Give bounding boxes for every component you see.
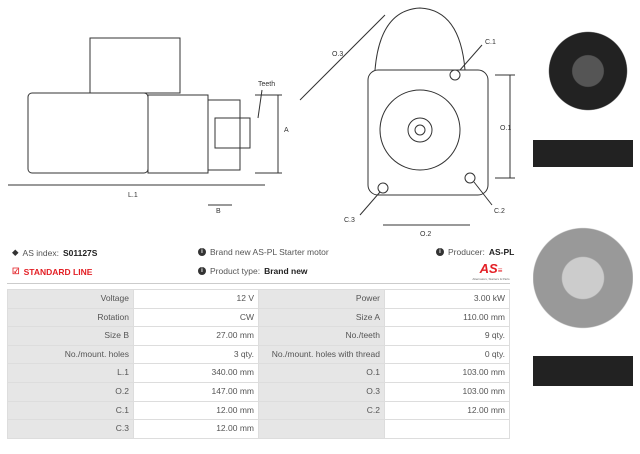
spec-label: Rotation [7,307,134,328]
technical-drawing: Teeth A B L.1 O.1 O.2 O.3 C.1 C.2 C.3 [8,7,515,238]
spec-label: C.3 [7,419,134,439]
label-b: B [216,208,221,215]
label-c1: C.1 [485,39,496,46]
tag-icon: ◆ [12,247,19,257]
spec-label: No./teeth [258,326,385,346]
product-photo-rear [533,188,633,338]
as-index: ◆ AS index:S0112​7S [12,247,98,258]
spec-value: 340.00 mm [133,363,259,383]
spec-label: O.2 [7,381,134,402]
checkbox-icon: ☑ [12,266,20,276]
label-o1: O.1 [500,125,511,132]
spec-value: 12.00 mm [133,419,259,439]
spec-value: 27.00 mm [133,326,259,346]
standard-line-badge: ☑STANDARD LINE [12,266,93,277]
spec-value [384,419,510,439]
spec-label: No./mount. holes with thread [258,344,385,365]
spec-value: 103.00 mm [384,381,510,402]
label-l1: L.1 [128,192,138,199]
spec-value: 9 qty. [384,326,510,346]
as-pl-logo: AS≡ Alternators, Starters & Parts [472,261,510,281]
spec-value: 110.00 mm [384,307,510,328]
label-a: A [284,127,289,134]
product-photo-side [533,122,633,182]
spec-value: 3 qty. [133,344,259,365]
spec-label: O.3 [258,381,385,402]
spec-value: 12 V [133,289,259,309]
spec-label: Power [258,289,385,309]
spec-value: CW [133,307,259,328]
label-c3: C.3 [344,217,355,224]
label-o3: O.3 [332,51,343,58]
spec-label: No./mount. holes [7,344,134,365]
spec-value: 12.00 mm [133,400,259,421]
spec-label [258,419,385,439]
spec-value: 147.00 mm [133,381,259,402]
divider [7,283,510,284]
info-icon: i [198,248,206,256]
spec-value: 12.00 mm [384,400,510,421]
spec-label: C.1 [7,400,134,421]
spec-label: L.1 [7,363,134,383]
spec-label: O.1 [258,363,385,383]
label-o2: O.2 [420,231,431,238]
spec-value: 103.00 mm [384,363,510,383]
spec-label: Size A [258,307,385,328]
spec-value: 0 qty. [384,344,510,365]
label-c2: C.2 [494,208,505,215]
spec-value: 3.00 kW [384,289,510,309]
info-icon: i [436,248,444,256]
spec-label: C.2 [258,400,385,421]
side-view-drawing [8,37,282,206]
label-teeth: Teeth [258,81,275,88]
spec-label: Size B [7,326,134,346]
spec-label: Voltage [7,289,134,309]
info-icon: i [198,267,206,275]
front-view-drawing [299,7,515,226]
product-photo-front [533,5,633,115]
product-photo-side-2 [533,342,633,397]
